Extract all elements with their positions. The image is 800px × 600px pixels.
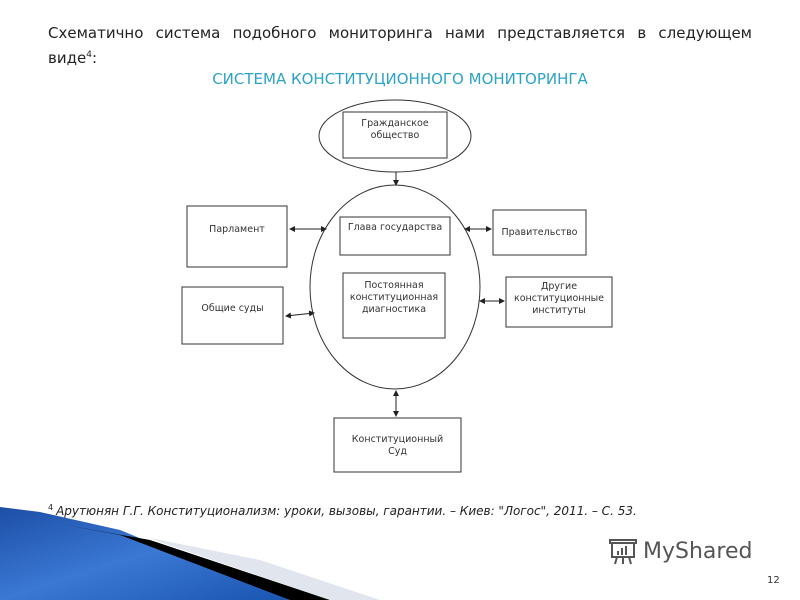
head-of-state-label: Глава государства [347, 222, 443, 233]
parliament-box [186, 205, 288, 268]
intro-text: Схематично система подобного мониторинга… [48, 24, 752, 67]
other-institutions-line3: институты [532, 305, 586, 316]
constitutional-court-line2: Суд [388, 446, 407, 457]
diagram-title: СИСТЕМА КОНСТИТУЦИОННОГО МОНИТОРИНГА [212, 70, 588, 88]
diagnostics-line3: диагностика [361, 304, 427, 315]
constitutional-court-line1: Конституционный [351, 434, 444, 445]
general-courts-box [181, 286, 284, 345]
government-label: Правительство [501, 227, 578, 238]
diagnostics-line2: конституционная [349, 292, 439, 303]
civil-society-box [342, 111, 448, 159]
diagnostics-line1: Постоянная [364, 280, 424, 291]
head-of-state-box [339, 216, 451, 256]
intro-suffix: : [91, 49, 97, 67]
general-courts-label: Общие суды [201, 303, 264, 314]
diagnostics-label: Постоянная конституционная диагностика [343, 280, 445, 316]
intro-paragraph: Схематично система подобного мониторинга… [48, 22, 752, 69]
civil-society-ellipse [318, 99, 472, 173]
constitutional-court-label: Конституционный Суд [334, 434, 461, 458]
page-number: 12 [767, 575, 780, 586]
civil-society-label: Гражданское общество [343, 118, 447, 142]
other-institutions-box [505, 276, 613, 328]
other-institutions-line1: Другие [540, 281, 578, 292]
government-box [492, 209, 587, 256]
intro-footnote-ref: 4 [86, 50, 92, 60]
civil-society-line1: Гражданское [361, 118, 429, 129]
constitutional-court-box [333, 417, 462, 473]
watermark: MyShared [607, 535, 752, 567]
watermark-text: MyShared [643, 538, 753, 564]
civil-society-line2: общество [370, 130, 420, 141]
presentation-board-icon [609, 539, 637, 565]
parliament-label: Парламент [209, 224, 265, 235]
diagnostics-box [342, 272, 446, 339]
other-institutions-label: Другие конституционные институты [506, 281, 612, 317]
other-institutions-line2: конституционные [513, 293, 605, 304]
footnote-text: Арутюнян Г.Г. Конституционализм: уроки, … [56, 504, 637, 518]
footnote-ref: 4 [48, 503, 54, 512]
